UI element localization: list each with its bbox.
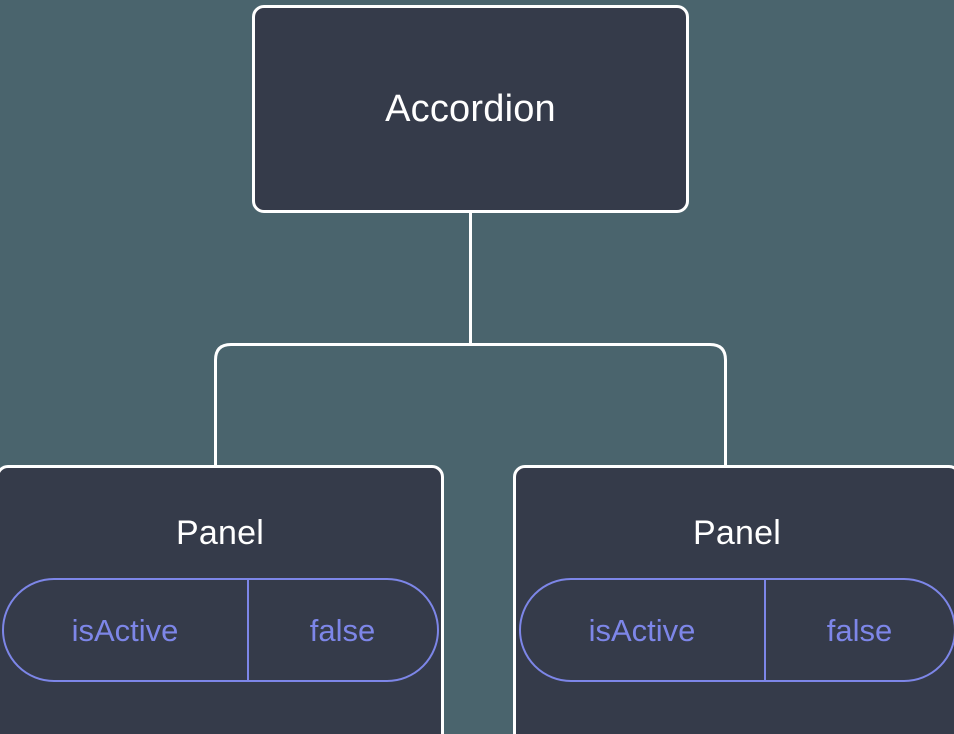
node-accordion[interactable]: Accordion (252, 5, 689, 213)
prop-pill-panel-1-key: isActive (71, 612, 179, 648)
prop-pill-panel-2-key: isActive (588, 612, 696, 648)
node-accordion-title: Accordion (385, 88, 556, 130)
prop-pill-panel-2[interactable]: isActive false (518, 578, 954, 682)
node-panel-2-title: Panel (693, 514, 781, 552)
prop-pill-panel-1-divider (246, 580, 249, 680)
edge-bus-right-branch (470, 343, 727, 468)
node-panel-2[interactable]: Panel isActive false (513, 465, 954, 734)
prop-pill-panel-2-divider (763, 580, 766, 680)
prop-pill-panel-1-value: false (309, 612, 376, 648)
node-panel-1[interactable]: Panel isActive false (0, 465, 444, 734)
node-panel-1-title: Panel (176, 514, 264, 552)
prop-pill-panel-1[interactable]: isActive false (1, 578, 439, 682)
edge-bus-left-branch (214, 343, 471, 468)
prop-pill-panel-2-value: false (826, 612, 893, 648)
